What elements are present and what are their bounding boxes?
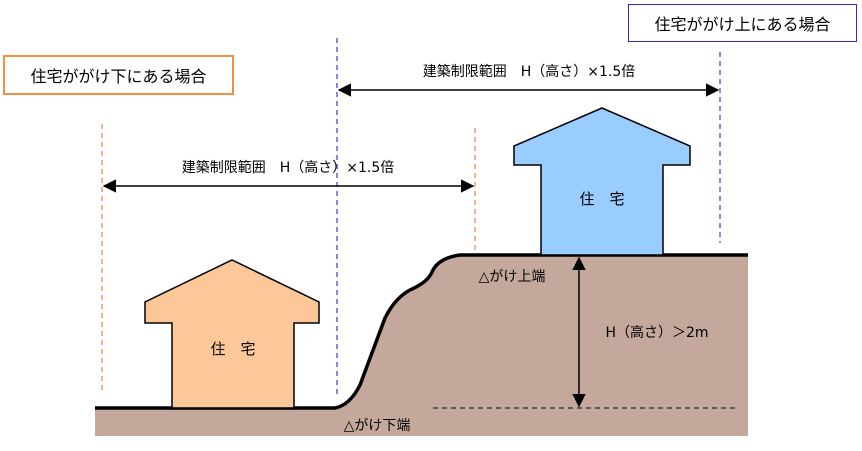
lower-case-title: 住宅ががけ下にある場合 bbox=[30, 67, 207, 86]
cliff-bottom-label: △がけ下端 bbox=[344, 418, 411, 434]
upper-case-title-box: 住宅ががけ上にある場合 bbox=[628, 4, 857, 42]
house-lower bbox=[144, 259, 320, 409]
cliff-top-label: △がけ上端 bbox=[479, 269, 546, 285]
house-upper bbox=[513, 107, 691, 256]
restriction-lower-label: 建築制限範囲 H（高さ）×1.5倍 bbox=[182, 159, 395, 176]
lower-case-title-box: 住宅ががけ下にある場合 bbox=[3, 55, 234, 95]
height-condition-label: H（高さ）＞2m bbox=[605, 324, 708, 341]
upper-case-title: 住宅ががけ上にある場合 bbox=[654, 15, 831, 34]
house-upper-label: 住 宅 bbox=[579, 190, 624, 208]
ground-surface-line bbox=[95, 253, 748, 410]
house-lower-label: 住 宅 bbox=[210, 340, 255, 358]
restriction-upper-label: 建築制限範囲 H（高さ）×1.5倍 bbox=[423, 63, 636, 80]
